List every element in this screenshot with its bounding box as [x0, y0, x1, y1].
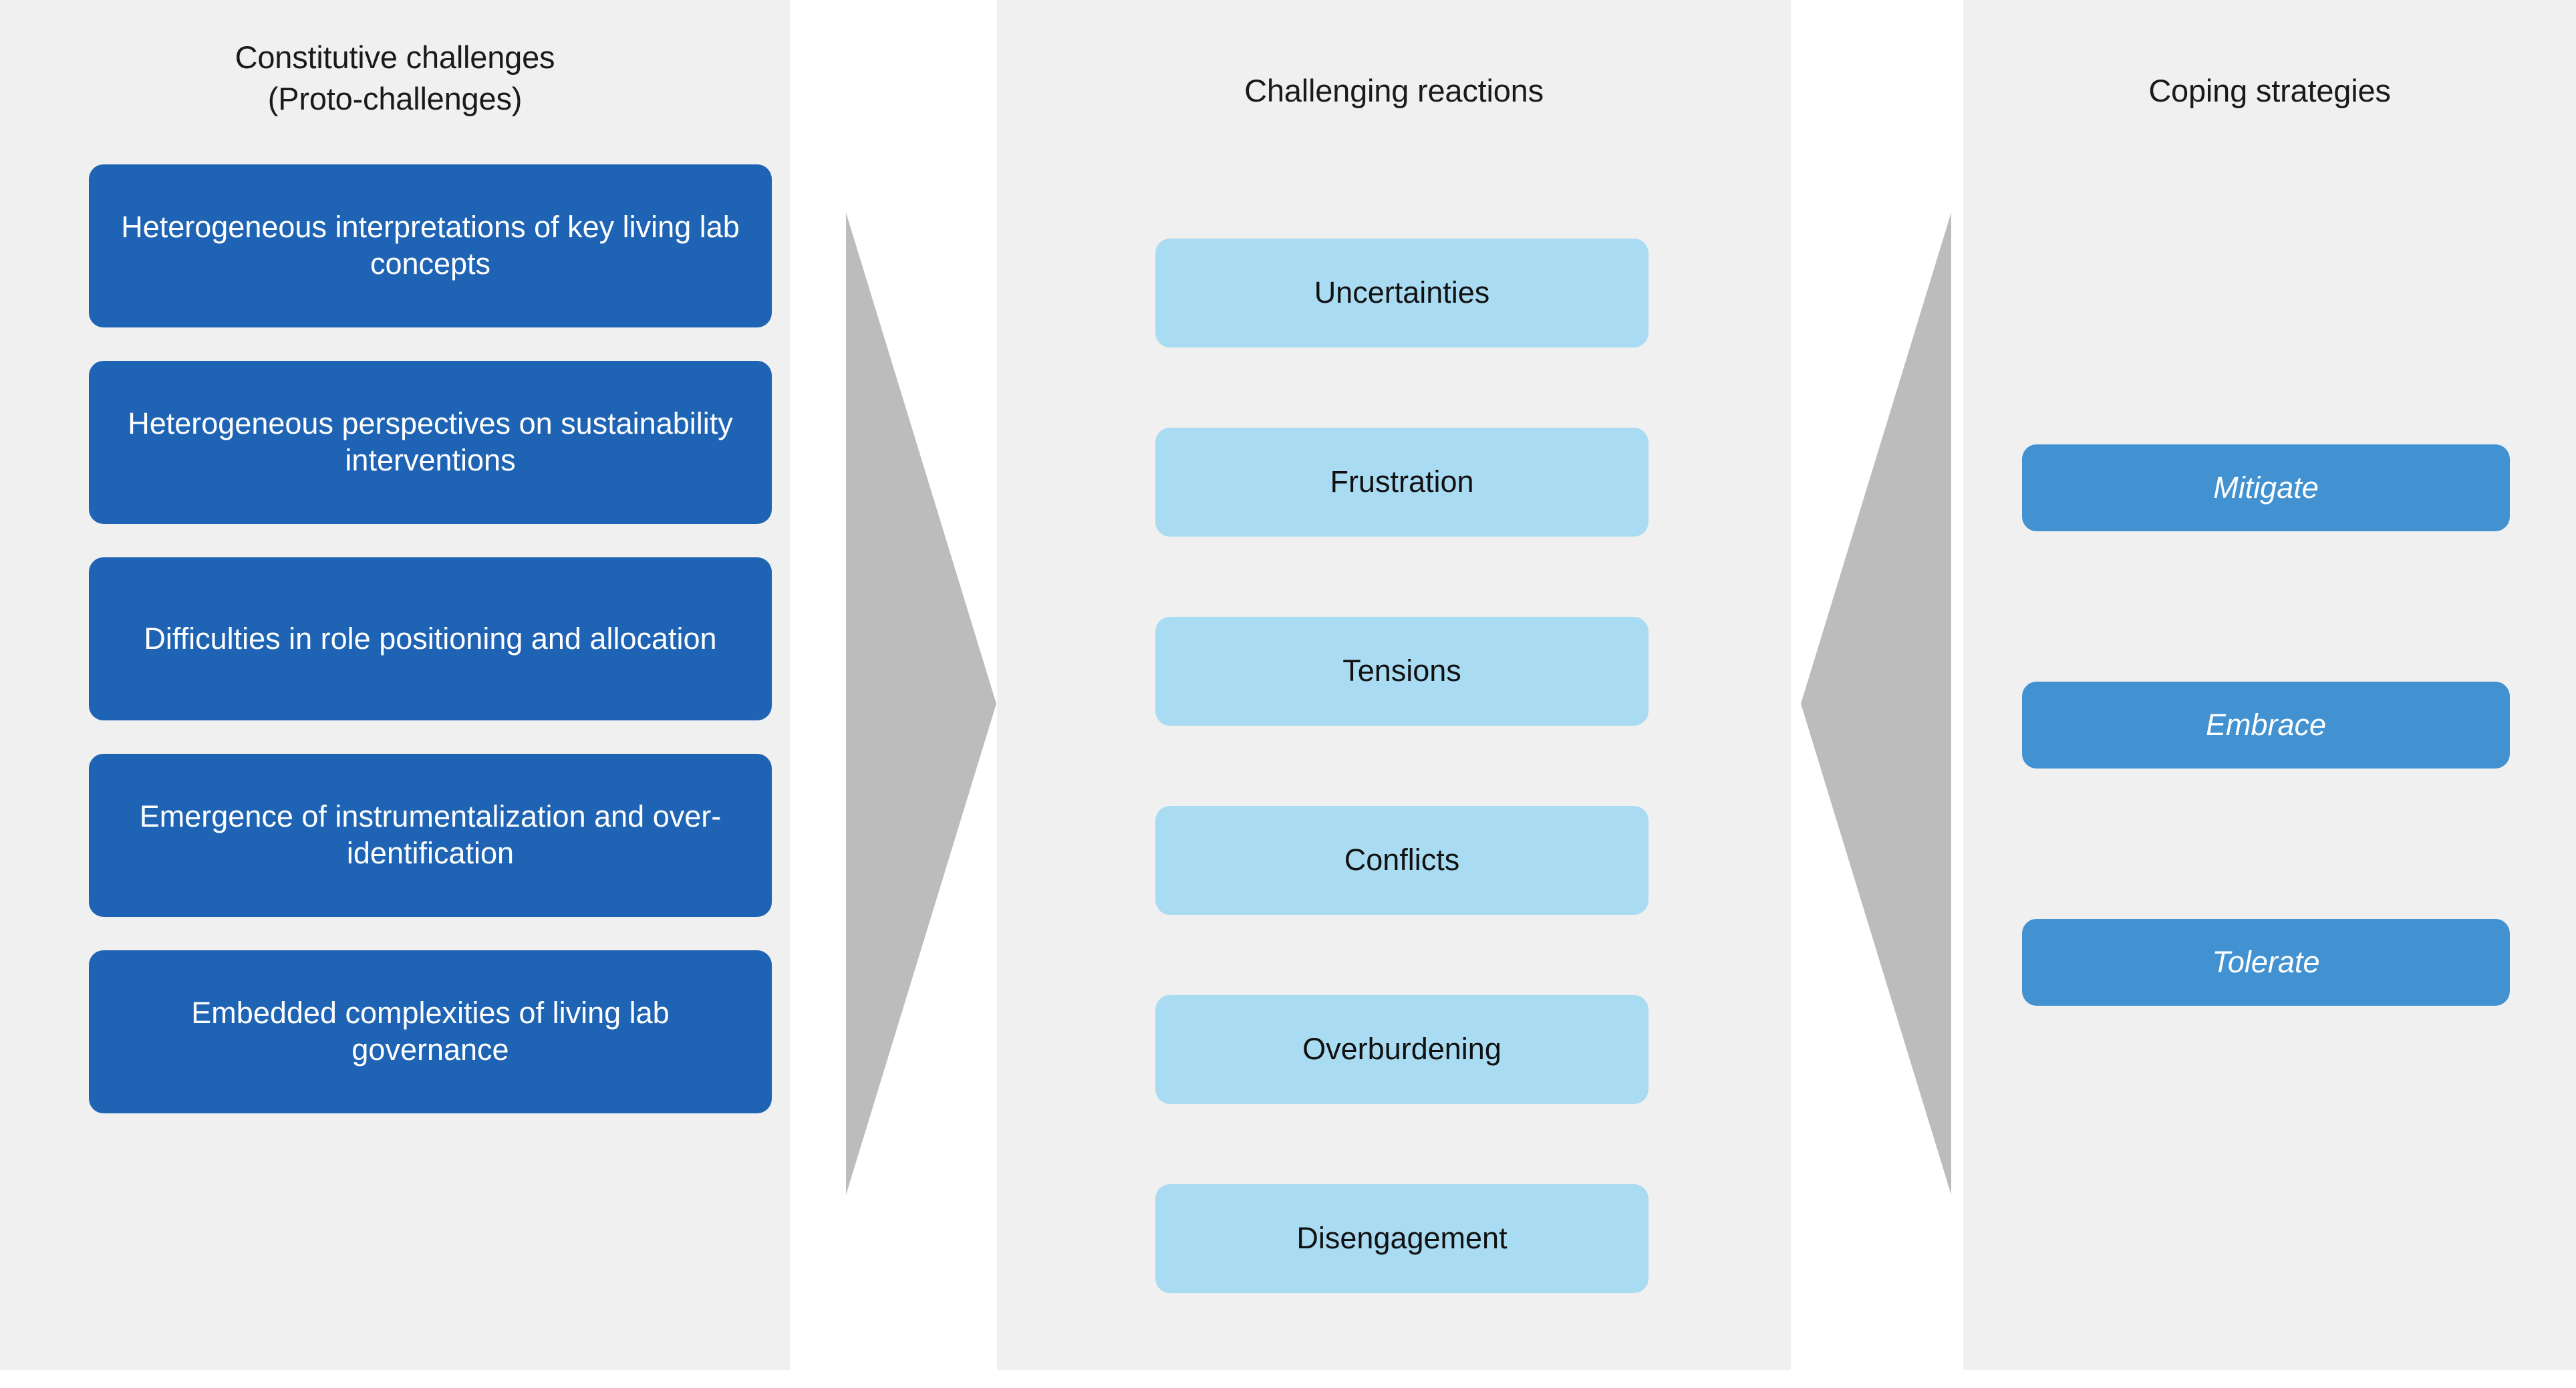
arrow-left-triangle-icon — [1801, 213, 1951, 1195]
panel-challenging-reactions: Challenging reactions — [997, 0, 1791, 1370]
reaction-box-tensions[interactable]: Tensions — [1155, 617, 1649, 726]
challenge-box-heterogeneous-interpretations[interactable]: Heterogeneous interpretations of key liv… — [89, 164, 772, 327]
column-header-line-1: Constitutive challenges — [235, 39, 555, 75]
column-header-challenging-reactions: Challenging reactions — [1244, 73, 1544, 108]
column-header-coping-strategies: Coping strategies — [2148, 73, 2391, 108]
challenge-box-heterogeneous-perspectives[interactable]: Heterogeneous perspectives on sustainabi… — [89, 361, 772, 524]
column-header-line-2: (Proto-challenges) — [267, 81, 523, 116]
column-header-constitutive-challenges: Constitutive challenges (Proto-challenge… — [0, 37, 790, 120]
coping-box-tolerate[interactable]: Tolerate — [2022, 919, 2510, 1006]
reaction-box-conflicts[interactable]: Conflicts — [1155, 806, 1649, 915]
arrow-right-triangle-icon — [846, 213, 996, 1195]
reaction-box-overburdening[interactable]: Overburdening — [1155, 995, 1649, 1104]
challenge-box-role-positioning[interactable]: Difficulties in role positioning and all… — [89, 557, 772, 720]
challenge-box-instrumentalization[interactable]: Emergence of instrumentalization and ove… — [89, 754, 772, 917]
challenge-box-embedded-complexities[interactable]: Embedded complexities of living lab gove… — [89, 950, 772, 1113]
reaction-box-disengagement[interactable]: Disengagement — [1155, 1184, 1649, 1293]
reaction-box-uncertainties[interactable]: Uncertainties — [1155, 239, 1649, 348]
coping-box-mitigate[interactable]: Mitigate — [2022, 444, 2510, 531]
coping-box-embrace[interactable]: Embrace — [2022, 682, 2510, 769]
reaction-box-frustration[interactable]: Frustration — [1155, 428, 1649, 537]
